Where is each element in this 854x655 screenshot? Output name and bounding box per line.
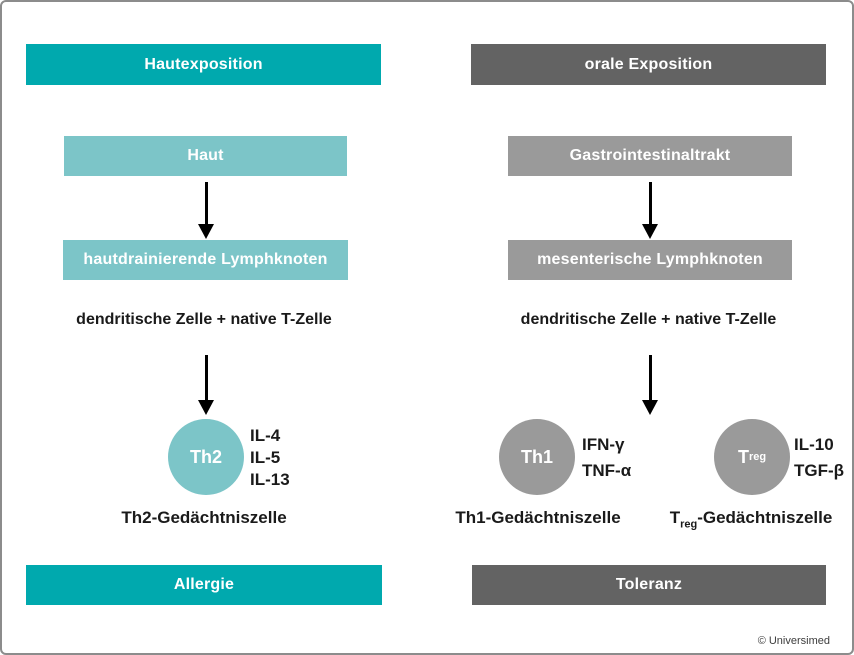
- tolerance-outcome-bar: Toleranz: [472, 565, 826, 605]
- th1-cell-label: Th1: [520, 446, 553, 467]
- cytokine-item: IL-5: [250, 448, 281, 467]
- cytokine-item: IL-13: [250, 470, 290, 489]
- th2-cell-circle: Th2: [168, 419, 244, 495]
- allergy-outcome-bar: Allergie: [26, 565, 382, 605]
- arrow-line: [204, 355, 208, 400]
- skin-priming-text: dendritische Zelle + native T-Zelle: [76, 311, 332, 328]
- arrow-priming-to-tcells: [642, 355, 658, 415]
- treg-memory-cell-label: Treg-Gedächtniszelle: [669, 508, 833, 531]
- arrow-down-icon: [198, 400, 214, 415]
- th1-memory-cell-label: Th1-Gedächtniszelle: [455, 508, 621, 527]
- cytokine-item: IFN-γ: [582, 435, 625, 454]
- arrow-line: [648, 182, 652, 224]
- arrow-skin-to-lymph: [198, 182, 214, 239]
- oral-priming-text: dendritische Zelle + native T-Zelle: [520, 311, 777, 328]
- th2-cell-label: Th2: [189, 446, 222, 467]
- arrow-down-icon: [642, 400, 658, 415]
- arrow-line: [204, 182, 208, 224]
- skin-exposure-header: Hautexposition: [26, 44, 381, 85]
- th1-cytokine-list: IFN-γ TNF-α: [582, 432, 631, 484]
- arrow-down-icon: [642, 224, 658, 239]
- arrow-priming-to-th2: [198, 355, 214, 415]
- arrow-down-icon: [198, 224, 214, 239]
- oral-exposure-header: orale Exposition: [471, 44, 826, 85]
- skin-lymphnode-box: hautdrainierende Lymphknoten: [63, 240, 348, 280]
- th2-memory-cell-label: Th2-Gedächtniszelle: [121, 508, 287, 527]
- mesenteric-lymphnode-box: mesenterische Lymphknoten: [508, 240, 792, 280]
- th1-cell-circle: Th1: [499, 419, 575, 495]
- th2-cytokine-list: IL-4 IL-5 IL-13: [250, 425, 290, 491]
- copyright-credit: © Universimed: [757, 635, 830, 647]
- cytokine-item: TNF-α: [582, 461, 632, 480]
- treg-cell-label: T: [737, 446, 749, 467]
- arrow-line: [648, 355, 652, 400]
- cytokine-item: IL-4: [250, 426, 281, 445]
- treg-cytokine-list: IL-10 TGF-β: [794, 432, 844, 484]
- arrow-gi-to-lymph: [642, 182, 658, 239]
- skin-organ-box: Haut: [64, 136, 347, 176]
- gi-tract-box: Gastrointestinaltrakt: [508, 136, 792, 176]
- cytokine-item: IL-10: [794, 435, 834, 454]
- cytokine-item: TGF-β: [794, 461, 845, 480]
